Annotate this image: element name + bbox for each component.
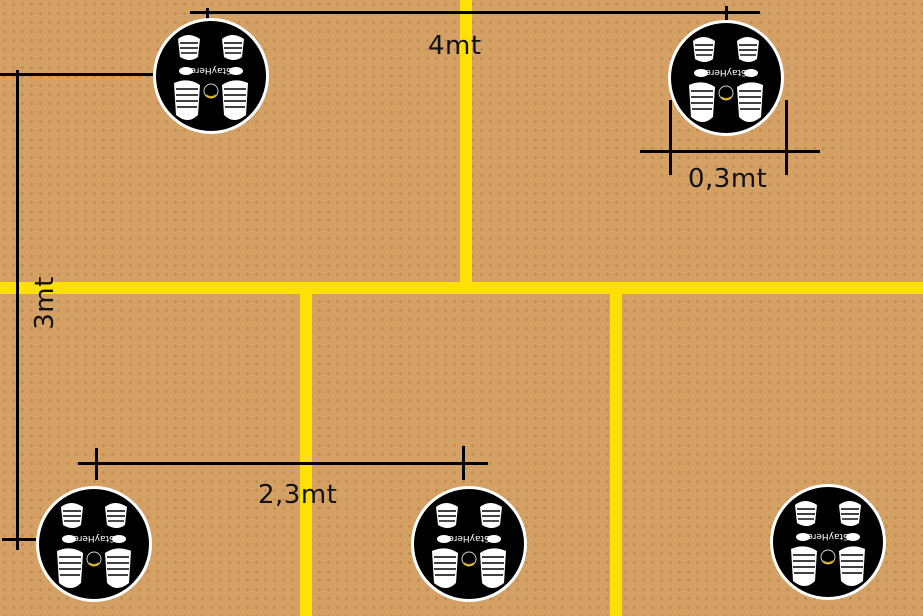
measure-tick-2-3mt-right	[462, 446, 465, 480]
measure-tick-2-3mt-left	[95, 448, 98, 480]
lane-vertical-bottom-right	[610, 288, 622, 616]
svg-text:StayHere: StayHere	[73, 533, 115, 543]
footprint-sticker-bottom-right: StayHere	[770, 484, 886, 600]
footprints-icon: StayHere	[689, 37, 763, 122]
footprint-sticker-bottom-center: StayHere	[411, 486, 527, 602]
footprint-sticker-bottom-left: StayHere	[36, 486, 152, 602]
svg-text:StayHere: StayHere	[807, 531, 849, 541]
footprints-icon: StayHere	[432, 503, 506, 588]
footprints-icon: StayHere	[174, 35, 248, 120]
lane-horizontal-main	[0, 282, 923, 294]
measure-tick-0-3mt-right	[785, 100, 788, 175]
footprints-icon: StayHere	[791, 501, 865, 586]
measure-line-0-3mt	[640, 150, 820, 153]
measure-tick-4mt-left	[206, 8, 209, 26]
footprints-icon: StayHere	[57, 503, 131, 588]
measure-label-2-3mt: 2,3mt	[258, 480, 338, 510]
measure-tick-3mt-bottom	[2, 538, 36, 541]
measure-tick-0-3mt-left	[669, 100, 672, 175]
measure-line-2-3mt	[78, 462, 488, 465]
svg-text:StayHere: StayHere	[705, 67, 747, 77]
lane-vertical-bottom-left	[300, 288, 312, 616]
measure-connector-top	[0, 73, 158, 76]
footprint-sticker-top-left: StayHere	[153, 18, 269, 134]
footprint-sticker-top-right: StayHere	[668, 20, 784, 136]
measure-tick-4mt-right	[725, 6, 728, 24]
lane-vertical-top	[460, 0, 472, 288]
measure-label-0-3mt: 0,3mt	[688, 164, 768, 194]
svg-text:StayHere: StayHere	[448, 533, 490, 543]
measure-label-3mt: 3mt	[29, 276, 60, 330]
measure-label-4mt: 4mt	[428, 31, 482, 61]
measure-line-4mt	[190, 11, 760, 14]
svg-text:StayHere: StayHere	[190, 65, 232, 75]
measure-line-3mt	[16, 70, 19, 550]
